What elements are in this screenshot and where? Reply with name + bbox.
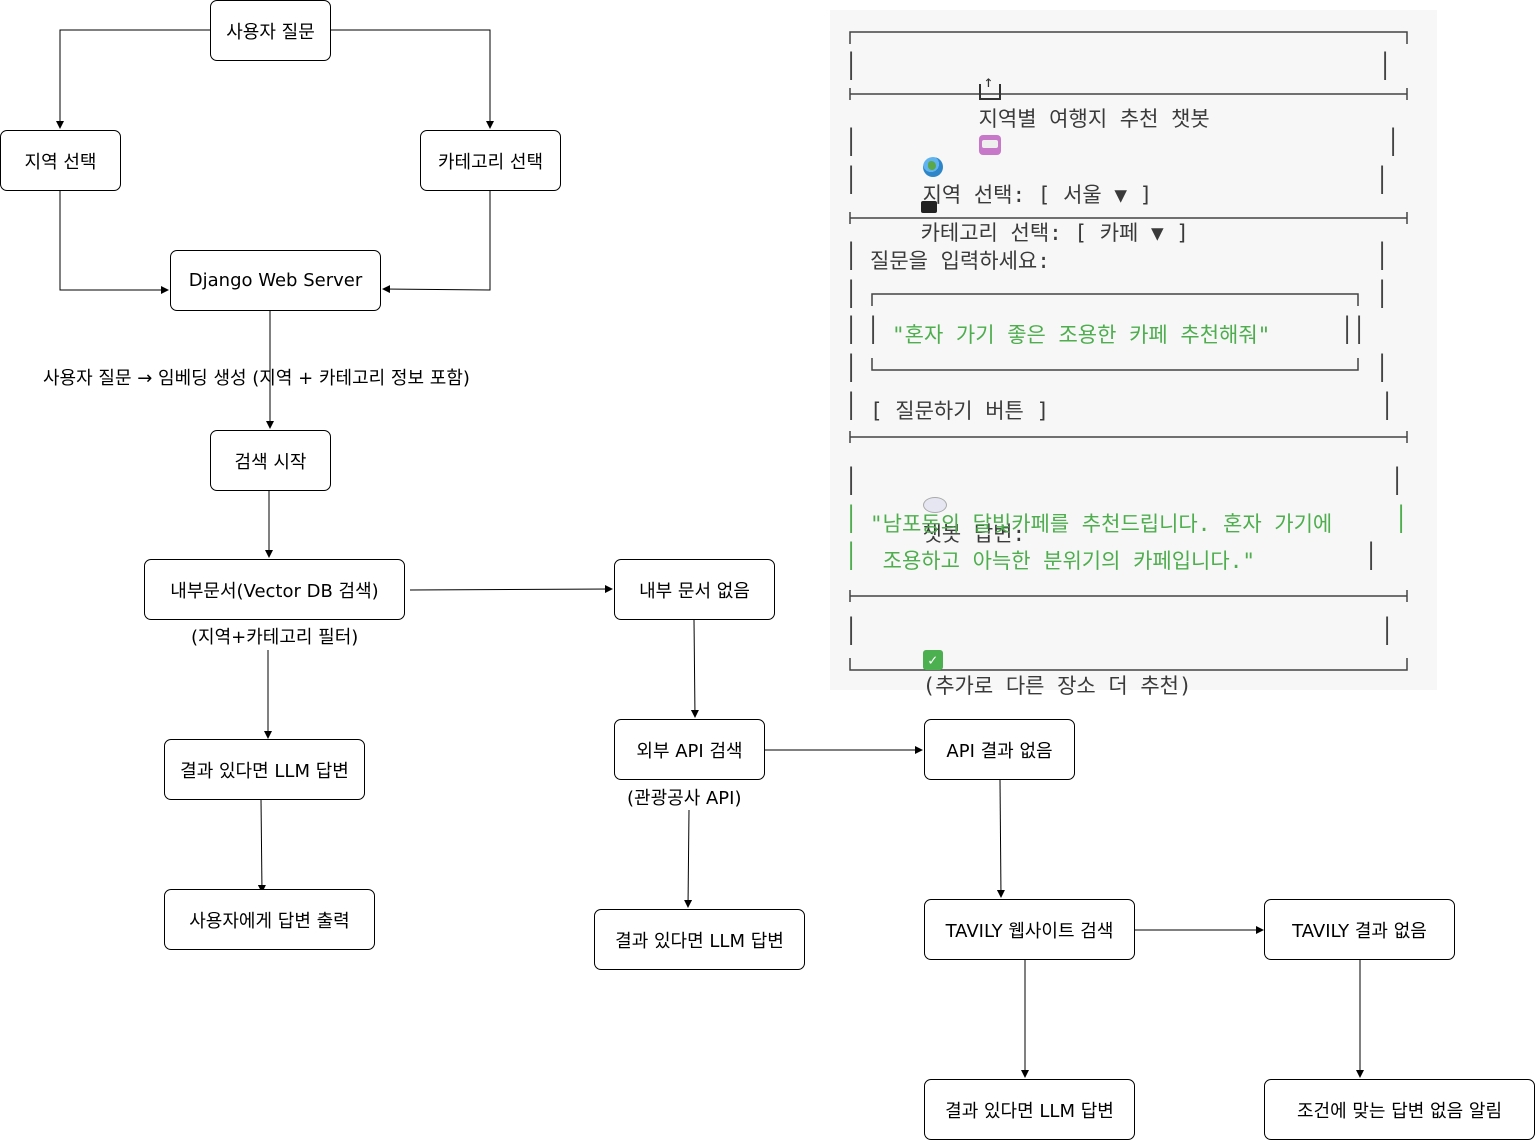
no-result-notice-node: 조건에 맞는 답변 없음 알림 — [1264, 1079, 1535, 1140]
tavily-search-node: TAVILY 웹사이트 검색 — [924, 899, 1135, 960]
django-server-node: Django Web Server — [170, 250, 381, 311]
llm-answer-node-1: 결과 있다면 LLM 답변 — [164, 739, 365, 800]
external-api-node: 외부 API 검색 — [614, 719, 765, 780]
category-select-text: 카테고리 선택: [ 카페 ▼ ] — [920, 221, 1189, 245]
answer-label: 챗봇 답변: — [922, 522, 1026, 546]
search-start-node: 검색 시작 — [210, 430, 331, 491]
ask-button-text: [ 질문하기 버튼 ] — [870, 399, 1050, 423]
globe-icon — [922, 157, 943, 177]
answer-line-1: "남포동의 달빛카페를 추천드립니다. 혼자 가기에 — [870, 512, 1333, 536]
edge-question-to-category — [330, 29, 494, 129]
user-question-node: 사용자 질문 — [210, 0, 331, 61]
llm-answer-node-3: 결과 있다면 LLM 답변 — [924, 1079, 1135, 1140]
more-recommend-text: (추가로 다른 장소 더 추천) — [922, 674, 1192, 698]
internal-search-node: 내부문서(Vector DB 검색) — [144, 559, 405, 620]
edge-category-to-django — [382, 190, 491, 294]
answer-label-row: 챗봇 답변: — [872, 470, 1025, 572]
mockup-title: 지역별 여행지 추천 챗봇 — [978, 107, 1210, 131]
category-select-row: 카테고리 선택: [ 카페 ▼ ] — [870, 169, 1189, 271]
edge-noint-to-external — [690, 619, 699, 718]
robot-icon — [978, 135, 1001, 155]
question-input-text: "혼자 가기 좋은 조용한 카페 추천해줘" — [892, 323, 1271, 347]
edge-internal-to-noint — [409, 585, 613, 594]
edge-question-to-region — [56, 29, 210, 129]
category-select-node: 카테고리 선택 — [420, 130, 561, 191]
filter-label: (지역+카테고리 필터) — [191, 627, 359, 648]
mockup-title-row: 지역별 여행지 추천 챗봇 — [928, 55, 1210, 181]
edge-llm1-to-output — [257, 798, 266, 893]
region-select-row: 지역 선택: [ 서울 ▼ ] — [872, 131, 1152, 233]
speech-bubble-icon — [922, 497, 947, 513]
question-prompt: 질문을 입력하세요: — [870, 249, 1050, 273]
embedding-label: 사용자 질문 → 임베딩 생성 (지역 + 카테고리 정보 포함) — [43, 368, 470, 389]
region-select-node: 지역 선택 — [0, 130, 121, 191]
no-internal-doc-node: 내부 문서 없음 — [614, 559, 775, 620]
check-mark-icon: ✓ — [922, 650, 943, 670]
mockup-ascii-frame — [849, 31, 1408, 671]
edge-noapi-to-tavily — [996, 779, 1005, 898]
answer-line-2: 조용하고 아늑한 분위기의 카페입니다." — [870, 549, 1255, 573]
chatbot-ui-mockup: ││ ││ ││ ││ ││ ││ ││ ││ ││ ││ ││ ││ ││ 지… — [830, 10, 1437, 698]
camera-icon — [920, 201, 937, 213]
edge-external-to-llm2 — [684, 809, 693, 908]
region-select-text: 지역 선택: [ 서울 ▼ ] — [922, 183, 1153, 207]
tourism-api-label: (관광공사 API) — [627, 788, 742, 809]
inbox-tray-icon — [978, 72, 1001, 100]
more-recommend-row: ✓ (추가로 다른 장소 더 추천) — [872, 620, 1192, 724]
no-tavily-result-node: TAVILY 결과 없음 — [1264, 899, 1455, 960]
no-api-result-node: API 결과 없음 — [924, 719, 1075, 780]
user-output-node: 사용자에게 답변 출력 — [164, 889, 375, 950]
edge-region-to-django — [59, 190, 169, 294]
llm-answer-node-2: 결과 있다면 LLM 답변 — [594, 909, 805, 970]
